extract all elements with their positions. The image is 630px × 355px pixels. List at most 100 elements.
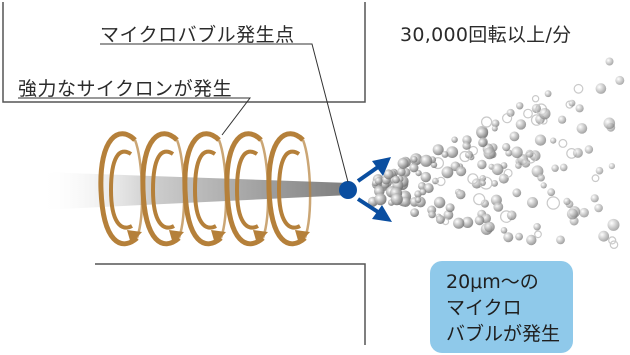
microbubble [523,108,533,119]
microbubble [502,113,513,124]
microbubble [584,145,594,154]
microbubble [465,150,473,159]
microbubble [544,90,552,98]
microbubble [462,141,471,150]
microbubble [515,162,522,169]
microbubble [607,218,620,231]
microbubble [483,147,496,160]
microbubble [455,189,466,200]
microbubble [409,163,419,173]
microbubble [441,151,449,158]
microbubble [491,125,498,132]
microbubble [516,102,524,110]
microbubble-generation-point [339,181,357,199]
label-cyclone: 強力なサイクロンが発生 [18,78,233,100]
microbubble [568,99,576,107]
microbubble [547,188,556,197]
microbubble [484,221,495,233]
microbubble [420,154,433,167]
microbubble [420,171,431,183]
microbubble [530,114,543,126]
microbubble [451,136,458,143]
microbubble [459,150,471,163]
microbubble-cloud [367,57,625,250]
microbubble [603,117,616,130]
microbubble [478,138,488,148]
microbubble [558,138,568,148]
microbubble [390,193,403,206]
microbubble [515,119,527,130]
microbubble [410,208,419,218]
microbubble [521,158,531,168]
microbubble [433,196,446,209]
microbubble [423,183,434,194]
label-rotation-speed: 30,000回転以上/分 [400,24,572,46]
microbubble [415,196,422,203]
microbubble [453,217,465,229]
microbubble [471,178,482,189]
callout-line-2: マイクロ [446,297,522,319]
microbubble [479,179,486,186]
microbubble [506,210,517,221]
microbubble [415,170,422,177]
microbubble [533,223,541,231]
microbubble [374,177,383,185]
microbubble [559,163,568,172]
microbubble [573,83,584,94]
leader-line-cyclone [18,97,252,136]
microbubble [534,134,547,146]
microbubble [480,199,489,208]
microbubble [525,149,534,158]
microbubble [443,210,454,220]
spray-arrow-down [356,197,392,222]
microbubble [576,123,588,134]
microbubble [419,188,427,196]
microbubble [503,168,513,178]
label-microbubble-point: マイクロバブル発生点 [100,24,295,46]
microbubble [481,116,493,128]
microbubble [441,166,454,179]
leader-line-microbubble [100,43,349,183]
microbubble [503,232,514,243]
microbubble [428,210,436,219]
microbubble [539,108,551,120]
housing-top-line [2,2,366,103]
microbubble [397,167,406,177]
housing-bottom-line [95,263,366,345]
microbubble [515,232,523,241]
microbubble [566,208,578,220]
microbubble [477,159,487,170]
microbubble [591,174,600,183]
microbubble [527,197,538,208]
microbubble [540,182,547,189]
microbubble [572,147,583,158]
microbubble [546,196,561,210]
microbubble [491,163,504,176]
microbubble [615,75,625,85]
microbubble [392,175,400,184]
microbubble [446,146,459,159]
microbubble [534,230,542,239]
microbubble [506,108,515,117]
microbubble [474,215,485,226]
microbubble [491,119,500,128]
microbubble [598,230,610,242]
cyclone-coils [98,131,312,247]
microbubble [608,236,617,245]
microbubble [445,203,455,213]
microbubble [594,203,603,213]
microbubble [556,235,565,245]
microbubble [590,194,599,203]
microbubble [563,197,571,205]
spray-arrow-up [356,157,391,183]
microbubble [609,240,619,250]
microbubble [473,193,486,206]
microbubble [500,227,508,234]
microbubble [526,234,537,246]
microbubble [493,202,504,212]
callout-box: 20μm〜の マイクロ バブルが発生 [430,261,573,353]
microbubble [512,188,522,198]
microbubble [524,151,537,164]
cyclone-coil [140,131,186,247]
